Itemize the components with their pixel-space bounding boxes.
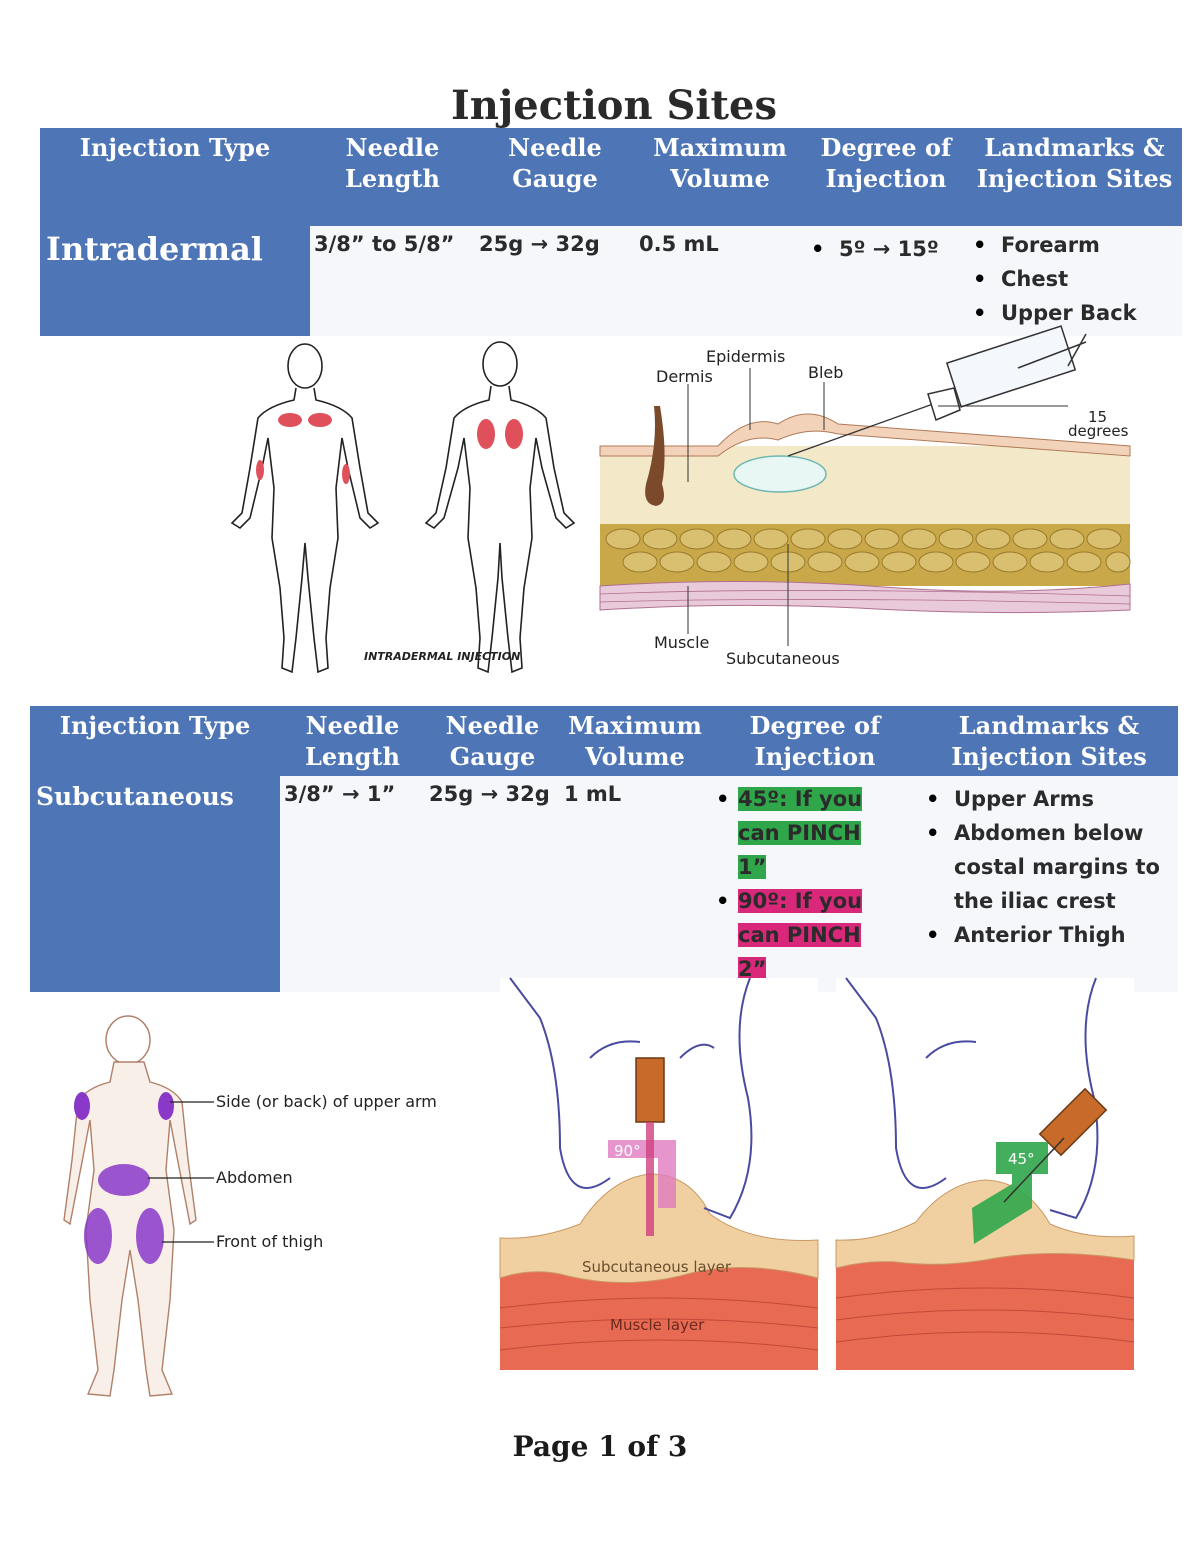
- degree-of-injection: 45º: If you can PINCH 1” 90º: If you can…: [710, 776, 920, 992]
- syringe-icon: [787, 325, 1087, 457]
- injection-type-subcutaneous: Subcutaneous: [30, 776, 280, 992]
- header-needle-length: Needle Length: [310, 128, 475, 226]
- page-title: Injection Sites: [451, 82, 777, 129]
- needle-gauge: 25g → 32g: [425, 776, 560, 992]
- header-needle-gauge: Needle Gauge: [475, 128, 635, 226]
- label-90: 90°: [614, 1142, 641, 1160]
- label-subq-layer: Subcutaneous layer: [582, 1258, 732, 1276]
- arm-site-left: [74, 1092, 90, 1120]
- header-degree-of-injection: Degree of Injection: [805, 128, 967, 226]
- label-leader-lines: [687, 368, 825, 646]
- label-bleb: Bleb: [808, 363, 843, 382]
- list-item: Upper Back: [967, 296, 1178, 330]
- subcutaneous-table: Injection Type Needle Length Needle Gaug…: [30, 706, 1178, 992]
- degree-of-injection: 5º → 15º: [805, 226, 967, 336]
- pinch-90-diagram: 90° Subcutaneous layer Muscle layer: [499, 977, 819, 1370]
- label-muscle-layer: Muscle layer: [610, 1316, 705, 1334]
- body-caption: INTRADERMAL INJECTION: [364, 650, 520, 663]
- label-45: 45°: [1008, 1150, 1035, 1168]
- list-item: Upper Arms: [920, 782, 1174, 816]
- header-landmarks: Landmarks & Injection Sites: [967, 128, 1182, 226]
- skin-cross-section: Epidermis Dermis Bleb 15 degrees Muscle …: [599, 325, 1131, 668]
- subcutaneous-body-diagram: Side (or back) of upper arm Abdomen Fron…: [63, 1015, 437, 1397]
- page-footer: Page 1 of 3: [512, 1430, 688, 1463]
- injection-type-intradermal: Intradermal: [40, 226, 310, 336]
- pinch-45-diagram: 45°: [835, 977, 1135, 1370]
- label-muscle: Muscle: [654, 633, 709, 652]
- maximum-volume: 0.5 mL: [635, 226, 805, 336]
- needle-45: [1003, 1137, 1065, 1203]
- forearm-site-right: [342, 464, 350, 484]
- degree-90-highlight: 90º: If you can PINCH 2”: [738, 889, 863, 981]
- body-outline: [63, 1015, 197, 1397]
- label-degrees-value: 15: [1088, 408, 1107, 426]
- needle-length: 3/8” to 5/8”: [310, 226, 475, 336]
- maximum-volume: 1 mL: [560, 776, 710, 992]
- front-body-outline: [230, 343, 380, 674]
- table-row: Subcutaneous 3/8” → 1” 25g → 32g 1 mL 45…: [30, 776, 1178, 992]
- degree-45-highlight: 45º: If you can PINCH 1”: [738, 787, 863, 879]
- label-epidermis: Epidermis: [706, 347, 785, 366]
- syringe-barrel: [635, 1057, 665, 1123]
- pinched-fold: [499, 1173, 819, 1283]
- needle-length: 3/8” → 1”: [280, 776, 425, 992]
- upper-back-site-left: [477, 419, 495, 449]
- label-abdomen: Abdomen: [216, 1168, 293, 1187]
- header-maximum-volume: Maximum Volume: [560, 706, 710, 776]
- angle-45-marker: [972, 1142, 1048, 1244]
- intradermal-table: Injection Type Needle Length Needle Gaug…: [40, 128, 1182, 336]
- list-item: Chest: [967, 262, 1178, 296]
- label-degrees-unit: degrees: [1068, 422, 1129, 440]
- needle-gauge: 25g → 32g: [475, 226, 635, 336]
- back-body-outline: [424, 341, 576, 674]
- thigh-site-right: [136, 1208, 164, 1264]
- intradermal-body-diagram: INTRADERMAL INJECTION: [230, 341, 576, 674]
- forearm-site-left: [256, 460, 264, 480]
- upper-back-site-right: [505, 419, 523, 449]
- header-injection-type: Injection Type: [40, 128, 310, 226]
- header-injection-type: Injection Type: [30, 706, 280, 776]
- table-row: Intradermal 3/8” to 5/8” 25g → 32g 0.5 m…: [40, 226, 1182, 336]
- angle-90-marker: [608, 1140, 676, 1208]
- list-item: Anterior Thigh: [920, 918, 1174, 952]
- fat-cells: [605, 528, 1131, 573]
- label-subcutaneous: Subcutaneous: [726, 649, 840, 668]
- header-degree-of-injection: Degree of Injection: [710, 706, 920, 776]
- header-needle-length: Needle Length: [280, 706, 425, 776]
- hair-follicle: [645, 406, 665, 506]
- chest-site-right: [308, 413, 332, 427]
- header-needle-gauge: Needle Gauge: [425, 706, 560, 776]
- list-item: Abdomen below costal margins to the ilia…: [920, 816, 1174, 918]
- fingers-outline: [509, 977, 753, 1220]
- list-item: Forearm: [967, 228, 1178, 262]
- label-front-of-thigh: Front of thigh: [216, 1232, 323, 1251]
- header-landmarks: Landmarks & Injection Sites: [920, 706, 1178, 776]
- injection-sites: Forearm Chest Upper Back: [967, 226, 1182, 336]
- thigh-site-left: [84, 1208, 112, 1264]
- bleb: [733, 455, 827, 493]
- label-dermis: Dermis: [656, 367, 713, 386]
- label-upper-arm: Side (or back) of upper arm: [216, 1092, 437, 1111]
- arm-site-right: [158, 1092, 174, 1120]
- header-maximum-volume: Maximum Volume: [635, 128, 805, 226]
- syringe-barrel: [1038, 1087, 1108, 1157]
- chest-site-left: [278, 413, 302, 427]
- abdomen-site: [98, 1164, 150, 1196]
- injection-sites: Upper Arms Abdomen below costal margins …: [920, 776, 1178, 992]
